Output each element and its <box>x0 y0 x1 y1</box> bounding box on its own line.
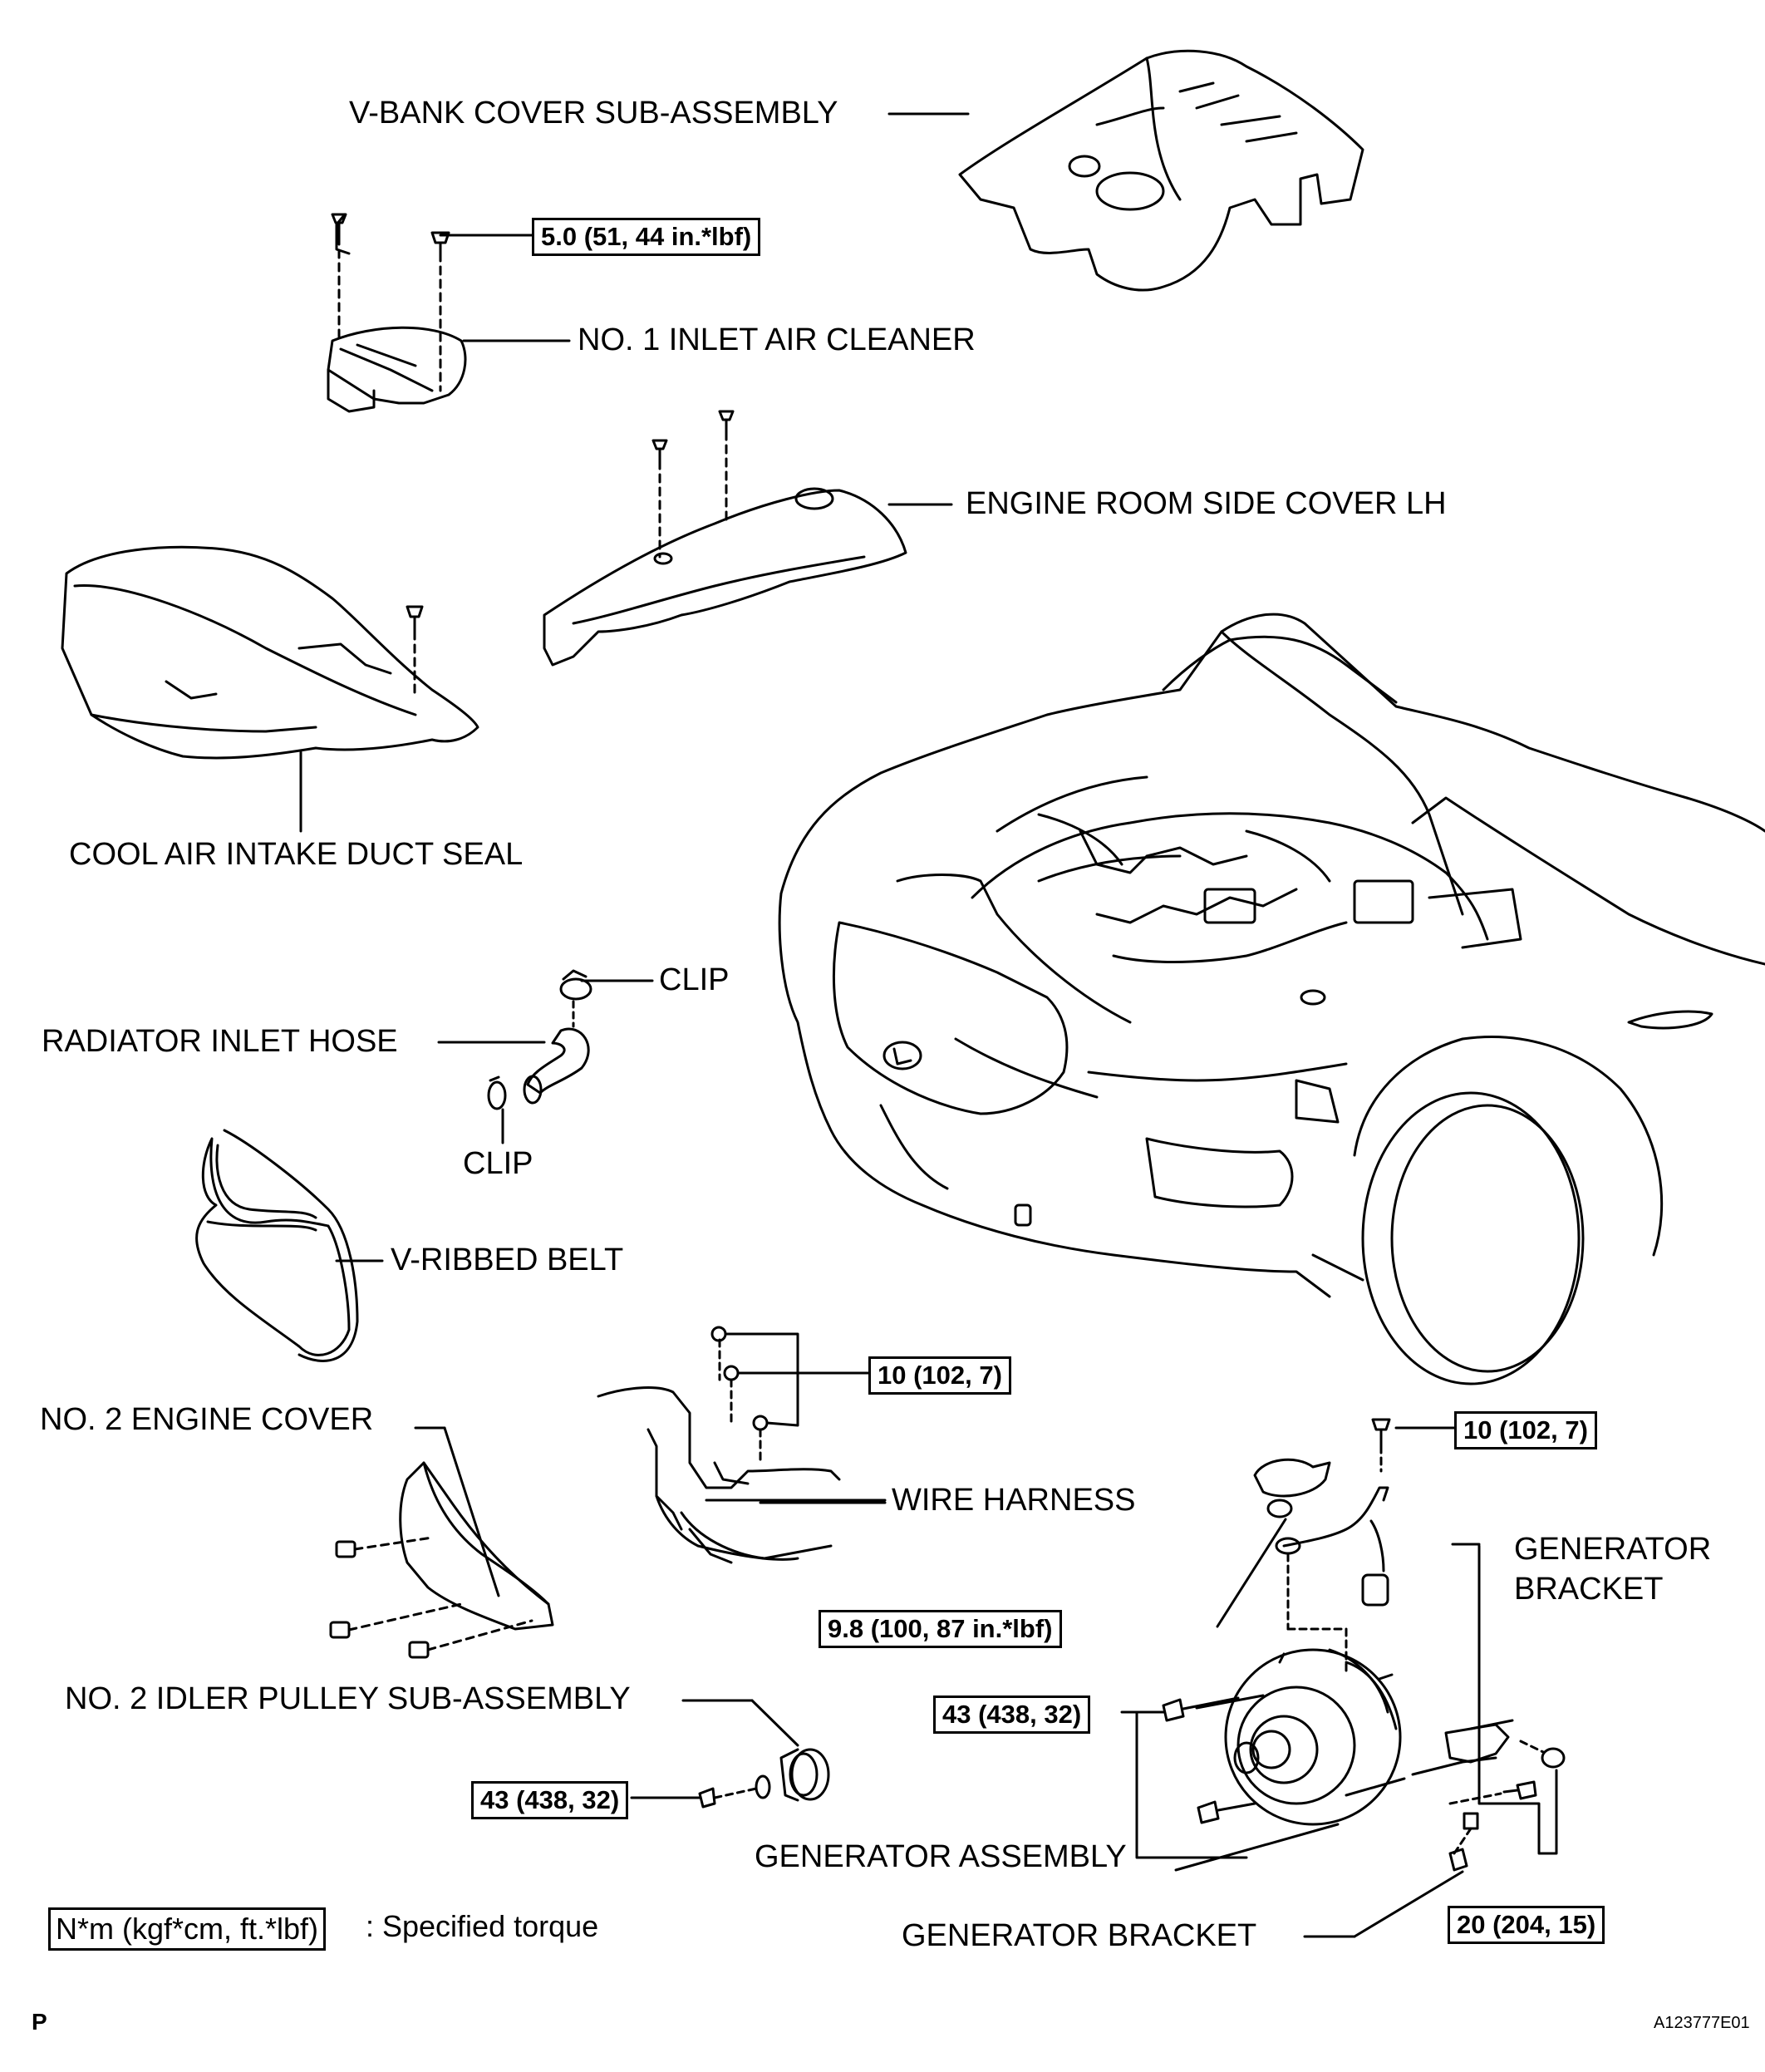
clip-icon <box>559 969 592 1001</box>
v-bank-cover-drawing <box>958 49 1364 292</box>
bolt-icon <box>1371 1418 1391 1448</box>
torque-idler-pulley: 43 (438, 32) <box>471 1781 629 1819</box>
label-no2-idler-pulley: NO. 2 IDLER PULLEY SUB-ASSEMBLY <box>65 1681 631 1716</box>
bolt-icon <box>651 439 668 463</box>
no2-engine-cover-drawing <box>329 1426 554 1659</box>
bolt-icon <box>408 1641 430 1659</box>
figure-id: A123777E01 <box>1654 2014 1750 2032</box>
corner-letter: P <box>32 2009 47 2035</box>
torque-generator-bracket: 20 (204, 15) <box>1448 1906 1605 1944</box>
bolt-icon <box>1197 1800 1220 1824</box>
torque-inlet-air-cleaner: 5.0 (51, 44 in.*lbf) <box>532 218 761 256</box>
label-generator-assembly: GENERATOR ASSEMBLY <box>755 1839 1127 1874</box>
torque-generator-bolts: 43 (438, 32) <box>933 1695 1091 1734</box>
cool-air-intake-duct-seal-drawing <box>61 545 479 833</box>
bolt-icon <box>335 1540 356 1558</box>
label-radiator-inlet-hose: RADIATOR INLET HOSE <box>42 1024 398 1059</box>
bolt-icon <box>331 213 347 239</box>
nut-icon <box>752 1415 769 1431</box>
bolt-icon <box>698 1787 716 1809</box>
nut-icon <box>723 1365 740 1381</box>
torque-generator-terminal: 10 (102, 7) <box>1454 1411 1597 1449</box>
label-clip-top: CLIP <box>659 962 730 997</box>
bolt-icon <box>329 1621 351 1639</box>
engine-room-side-cover-drawing <box>543 410 907 667</box>
bolt-icon <box>718 410 735 434</box>
torque-generator-nut: 9.8 (100, 87 in.*lbf) <box>819 1610 1062 1648</box>
wire-harness-drawing <box>597 1326 887 1564</box>
torque-wire-harness: 10 (102, 7) <box>868 1356 1011 1395</box>
idler-pulley-drawing <box>630 1699 830 1809</box>
car-body-drawing <box>778 613 1765 1385</box>
label-no2-engine-cover: NO. 2 ENGINE COVER <box>40 1402 374 1437</box>
label-wire-harness: WIRE HARNESS <box>892 1483 1136 1518</box>
generator-drawing <box>1120 1418 1566 1938</box>
radiator-hose-drawing <box>487 969 592 1110</box>
bolt-icon <box>430 231 450 255</box>
clip-icon <box>487 1075 507 1110</box>
label-clip-bottom: CLIP <box>463 1146 533 1181</box>
label-generator-bracket-lower: GENERATOR BRACKET <box>902 1918 1257 1953</box>
nut-icon <box>1541 1747 1566 1769</box>
bolt-icon <box>406 605 424 633</box>
label-v-bank-cover: V-BANK COVER SUB-ASSEMBLY <box>349 96 838 130</box>
bolt-icon <box>1463 1812 1479 1830</box>
nut-icon <box>1266 1499 1293 1518</box>
inlet-air-cleaner-drawing <box>327 213 467 413</box>
label-cool-air-intake-duct-seal: COOL AIR INTAKE DUCT SEAL <box>69 837 524 872</box>
label-v-ribbed-belt: V-RIBBED BELT <box>391 1243 624 1277</box>
v-ribbed-belt-drawing <box>195 1129 359 1362</box>
label-inlet-air-cleaner: NO. 1 INLET AIR CLEANER <box>578 322 976 357</box>
label-generator-bracket-upper: GENERATOR BRACKET <box>1514 1532 1712 1607</box>
nut-icon <box>755 1774 771 1799</box>
label-engine-room-side-cover: ENGINE ROOM SIDE COVER LH <box>966 486 1447 521</box>
bolt-icon <box>1502 1780 1537 1800</box>
leader-lines <box>335 112 970 1504</box>
legend-text: : Specified torque <box>366 1909 599 1943</box>
lexus-emblem-icon <box>882 1041 922 1070</box>
bolt-icon <box>1162 1698 1185 1722</box>
nut-icon <box>710 1326 727 1342</box>
legend-torque-box: N*m (kgf*cm, ft.*lbf) <box>48 1907 327 1951</box>
